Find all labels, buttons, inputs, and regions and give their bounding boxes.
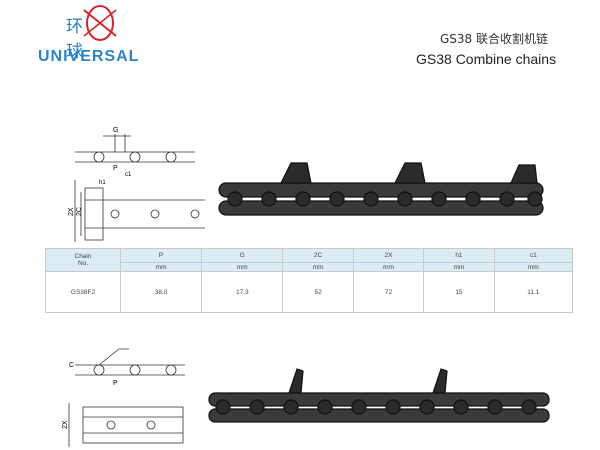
- unit-cell: mm: [119, 262, 203, 272]
- column-header: G: [201, 248, 284, 263]
- column-header: 2X: [352, 248, 425, 263]
- value-cell: 11.1: [493, 271, 574, 313]
- label-c-bottom: C: [69, 362, 74, 369]
- value-cell: 15: [423, 271, 495, 313]
- top-chain-illustration: [218, 162, 544, 216]
- unit-cell: mm: [352, 262, 425, 272]
- chain-cell: GS38F2: [45, 271, 121, 313]
- value-cell: 52: [282, 271, 354, 313]
- chain-header: Chain No.: [45, 248, 121, 272]
- table-units-row: mm mm mm mm mm mm: [46, 262, 574, 272]
- label-2c-top: 2C: [76, 207, 83, 216]
- unit-cell: mm: [493, 262, 574, 272]
- value-cell: 17.3: [201, 271, 284, 313]
- value-cell: 38.0: [119, 271, 203, 313]
- label-g: G: [113, 127, 118, 134]
- label-2x-top: 2X: [68, 207, 75, 216]
- column-header: 2C: [282, 248, 354, 263]
- unit-cell: mm: [423, 262, 495, 272]
- table-header-row: Chain No. P G 2C 2X h1 c1: [45, 248, 574, 272]
- logo-chinese-text: 环球: [66, 17, 119, 62]
- logo-english-text: UNIVERSAL: [38, 48, 140, 65]
- column-header: h1: [423, 248, 495, 263]
- brand-logo: 环球 UNIVERSAL: [14, 2, 164, 70]
- chain-header-label: Chain: [74, 253, 92, 260]
- label-2x-bottom: 2X: [62, 420, 69, 429]
- spec-table: Chain No. P G 2C 2X h1 c1 mm mm mm mm mm…: [45, 248, 574, 313]
- value-cell: 72: [352, 271, 425, 313]
- column-header: c1: [493, 248, 574, 263]
- table-row: GS38F2 38.0 17.3 52 72 15 11.1: [45, 271, 574, 313]
- top-technical-drawing: G P c1 h1 2X 2C: [68, 127, 205, 242]
- logo-globe-icon: [83, 5, 117, 41]
- unit-cell: mm: [201, 262, 284, 272]
- bottom-chain-illustration: [208, 368, 550, 423]
- label-h1: h1: [99, 180, 106, 186]
- page-title-chinese: GS38 联合收割机链: [440, 32, 549, 46]
- page-title-english: GS38 Combine chains: [416, 51, 557, 67]
- label-c1: c1: [125, 172, 132, 178]
- bottom-technical-drawing: C P 2X: [62, 348, 185, 447]
- unit-cell: mm: [282, 262, 354, 272]
- chain-header-sublabel: No.: [77, 260, 89, 267]
- label-p-bottom: P: [113, 380, 118, 387]
- column-header: P: [119, 248, 203, 263]
- label-p-top: P: [113, 165, 118, 172]
